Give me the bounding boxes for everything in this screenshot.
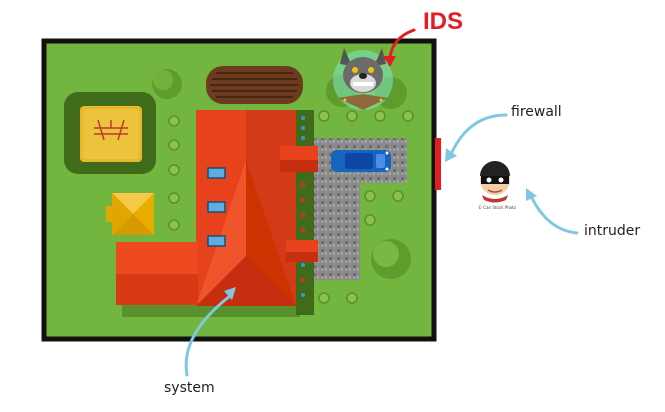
flower-bed [300, 116, 306, 297]
intruder-arrow [530, 196, 579, 235]
intruder-arrowhead [526, 188, 537, 201]
gazebo-icon [94, 119, 128, 141]
driveway [313, 138, 407, 280]
garden-plot [64, 92, 156, 174]
intruder-caption: © Can Stock Photo [478, 205, 517, 210]
car-icon [331, 150, 391, 172]
annotation-arrows [184, 28, 579, 377]
firewall-arrow [450, 113, 508, 154]
shrub-row [168, 110, 414, 304]
guard-dog-icon [333, 48, 393, 110]
firewall-barrier [435, 138, 441, 190]
shed-roof [106, 193, 154, 235]
ids-arrow [388, 28, 416, 60]
system-arrowhead [224, 287, 236, 300]
house-hedge [296, 110, 314, 315]
intruder-robber-icon [480, 161, 510, 203]
ids-label: IDS [423, 8, 464, 35]
system-label: system [164, 380, 215, 396]
plowed-field [206, 66, 303, 104]
firewall-label: firewall [511, 104, 562, 120]
skylights [207, 167, 226, 247]
intruder-label: intruder [584, 223, 641, 239]
system-arrow [184, 294, 232, 377]
house-roof [116, 110, 318, 317]
ids-arrowhead [383, 56, 396, 67]
firewall-arrowhead [445, 148, 457, 162]
